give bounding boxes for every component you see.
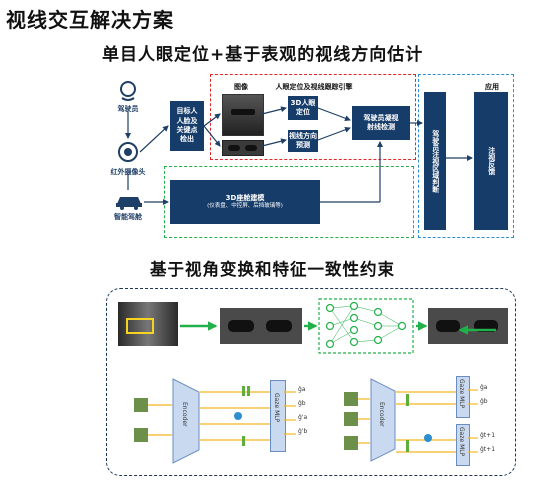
left-output-b: ĝb <box>298 400 306 407</box>
camera-icon <box>118 142 138 162</box>
face-detect-box: 目标人 人脸及 关键点 检出 <box>170 101 204 151</box>
eye-crop-photo <box>222 140 264 156</box>
3d-cabin-model-box: 3D座舱建模 (仪表盘、中控屏、后挡玻璃等) <box>170 180 320 224</box>
page-title: 视线交互解决方案 <box>6 8 174 32</box>
pipeline-arrows <box>125 106 473 205</box>
gaze-predict-box: 视线方向 预测 <box>288 130 318 152</box>
encoder-left-shape <box>172 378 200 464</box>
gaze-mlp-right-bottom: Gaze MLP <box>456 424 470 466</box>
eye-patch-photo <box>220 308 302 344</box>
left-output-b-prime: ĝ'b <box>298 428 308 435</box>
application-region <box>418 74 514 238</box>
cabin-model-subtitle: (仪表盘、中控屏、后挡玻璃等) <box>207 203 283 209</box>
input-face-c <box>344 392 358 406</box>
cabin-label: 智能驾舱 <box>114 213 142 221</box>
gaze-ray-box: 驾驶员凝视 射线检测 <box>352 106 410 140</box>
gaze-mlp-right-bottom-label: Gaze MLP <box>458 427 465 457</box>
section1-heading: 单目人眼定位+基于表观的视线方向估计 <box>102 45 424 65</box>
right-output-t1a: ĝt+1 <box>480 432 496 439</box>
driver-label: 驾驶员 <box>117 105 139 113</box>
camera-label: 红外摄像头 <box>110 168 146 176</box>
neural-network-icon <box>318 298 414 354</box>
cabin-model-title: 3D座舱建模 <box>225 193 265 202</box>
driver-icon <box>120 81 136 101</box>
right-output-t1b: ĝt+1 <box>480 446 496 453</box>
gaze-feedback-box: 注视反馈 <box>474 92 508 230</box>
input-face-d <box>344 412 358 426</box>
section2-heading: 基于视角变换和特征一致性约束 <box>150 260 395 279</box>
consistency-method-region <box>106 288 516 476</box>
image-label: 图像 <box>234 83 248 91</box>
left-output-a: ĝa <box>298 386 306 393</box>
right-output-b: ĝb <box>480 398 488 405</box>
input-face-e <box>344 436 358 450</box>
gaze-mlp-left: Gaze MLP <box>270 380 286 452</box>
eye-tracking-engine-region <box>210 74 416 160</box>
encoder-left-label: Encoder <box>181 402 188 427</box>
encoder-right-shape <box>370 378 396 462</box>
pipeline-diagram: 驾驶员 红外摄像头 智能驾舱 目标人 人脸及 关键点 检出 图像 人眼定位及视线… <box>0 68 560 248</box>
face-photo <box>222 94 264 136</box>
input-face-photo <box>118 302 178 346</box>
encoder-right-label: Encoder <box>378 402 385 427</box>
3d-eye-locate-box: 3D人眼 定位 <box>288 96 318 120</box>
gaze-mlp-right-top: Gaze MLP <box>456 376 470 418</box>
eye-region-highlight <box>126 318 154 334</box>
gaze-mlp-left-label: Gaze MLP <box>273 393 280 423</box>
left-output-a-prime: ĝ'a <box>298 414 308 421</box>
gaze-region-judge-box: 驾驶员注视区域判断 <box>424 92 446 230</box>
engine-label: 人眼定位及视线跟踪引擎 <box>275 83 353 91</box>
application-label: 应用 <box>485 83 499 91</box>
gaze-mlp-right-top-label: Gaze MLP <box>458 379 465 409</box>
right-output-a: ĝa <box>480 384 488 391</box>
car-icon <box>116 197 142 210</box>
input-face-b <box>134 428 148 442</box>
input-face-a <box>134 398 148 412</box>
